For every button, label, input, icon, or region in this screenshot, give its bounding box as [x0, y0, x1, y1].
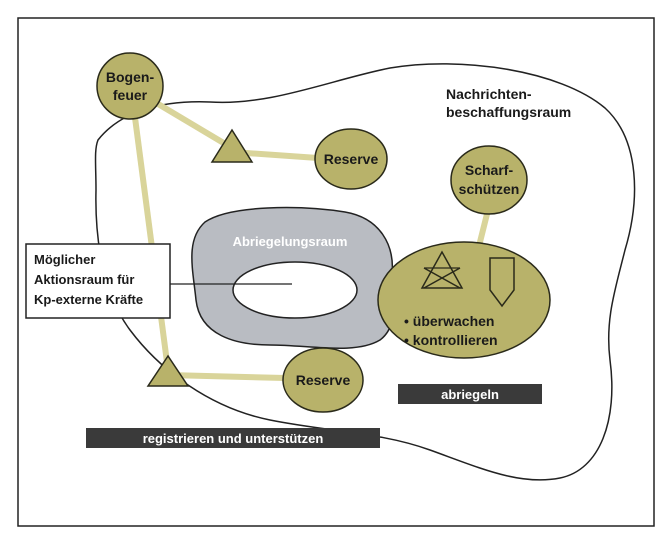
reserve-top-node — [314, 128, 388, 190]
control-item-1: • überwachen — [404, 313, 494, 329]
abriegelungsraum-label: Abriegelungsraum — [233, 234, 348, 249]
connector-lines — [131, 89, 491, 381]
callout-line-2: Aktionsraum für — [34, 272, 134, 287]
bogenfeuer-label-1: Bogen- — [106, 69, 155, 85]
callout-line-3: Kp-externe Kräfte — [34, 292, 143, 307]
triangle-lower-icon — [146, 354, 190, 387]
scharfschuetzen-node — [450, 145, 528, 215]
registrieren-bar — [86, 428, 380, 448]
nachrichten-label-2: beschaffungsraum — [446, 104, 571, 120]
connector-triangle-reserve-bottom — [167, 372, 286, 381]
aktionsraum-ellipse — [232, 261, 358, 319]
registrieren-label: registrieren und unterstützen — [143, 431, 324, 446]
observation-post-icon — [420, 250, 464, 289]
abriegeln-bar — [398, 384, 542, 404]
nachrichten-label-1: Nachrichten- — [446, 86, 532, 102]
callout-line-1: Möglicher — [34, 252, 95, 267]
callout-box — [25, 243, 171, 319]
scharfschuetzen-label-2: schützen — [459, 181, 520, 197]
sensor-marker-icon — [489, 257, 515, 308]
reserve-bottom-node — [282, 347, 364, 413]
bogenfeuer-node — [96, 52, 164, 120]
reserve-bottom-label: Reserve — [296, 372, 351, 388]
abriegeln-label: abriegeln — [441, 387, 499, 402]
scharfschuetzen-label-1: Scharf- — [465, 162, 514, 178]
triangle-upper-icon — [210, 128, 254, 163]
control-item-2: • kontrollieren — [404, 332, 498, 348]
reserve-top-label: Reserve — [324, 151, 379, 167]
bogenfeuer-label-2: feuer — [113, 87, 148, 103]
connector-bogen-lower-triangle — [131, 109, 171, 371]
